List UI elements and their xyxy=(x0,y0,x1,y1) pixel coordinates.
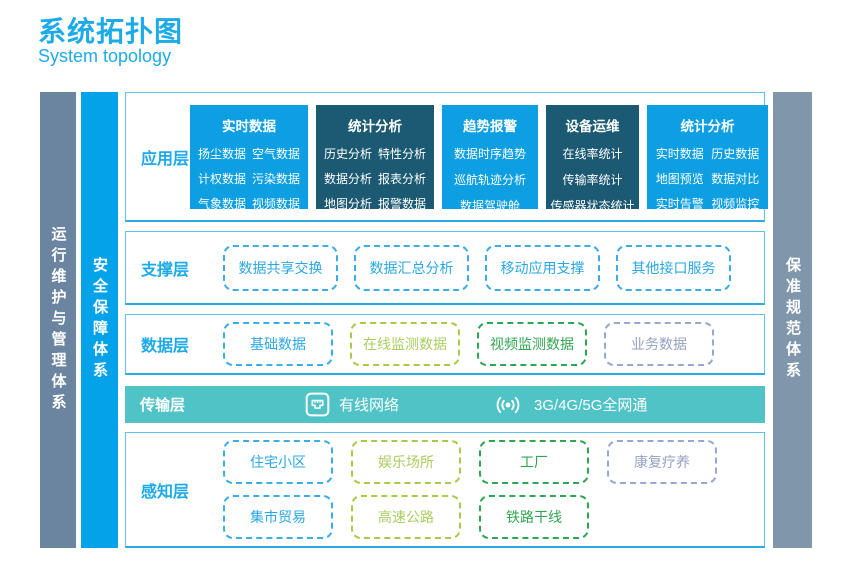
app-column-title: 统计分析 xyxy=(680,118,735,134)
application-layer-label: 应用层 xyxy=(141,150,190,168)
data-item: 基础数据 xyxy=(223,322,333,366)
app-column-items: 历史分析 特性分析 数据分析 报表分析 地图分析 报警数据 xyxy=(316,145,434,212)
app-item: 传感器状态统计 xyxy=(550,198,635,213)
wireless-network-label: 3G/4G/5G全网通 xyxy=(534,397,648,414)
app-column-title: 设备运维 xyxy=(565,118,620,134)
wired-network-item: 有线网络 xyxy=(305,392,399,417)
app-column-statistical-analysis: 统计分析 历史分析 特性分析 数据分析 报表分析 地图分析 报警数据 xyxy=(316,104,434,212)
app-item: 视频监控 xyxy=(711,196,760,211)
app-column-title: 实时数据 xyxy=(222,118,276,134)
app-column-title: 趋势报警 xyxy=(463,118,517,134)
page-title: 系统拓扑图 xyxy=(38,16,184,47)
app-item: 报表分析 xyxy=(377,171,426,186)
support-item: 数据汇总分析 xyxy=(354,244,469,291)
app-column-statistical-analysis-2: 统计分析 实时数据 历史数据 地图预览 数据对比 实时告警 视频监控 xyxy=(647,104,768,212)
perception-items: 住宅小区 娱乐场所 工厂 康复疗养 集市贸易 高速公路 铁路干线 xyxy=(223,440,717,539)
data-items: 基础数据 在线监测数据 视频监测数据 业务数据 xyxy=(223,322,714,366)
app-item: 传输率统计 xyxy=(562,172,623,187)
app-column-items: 扬尘数据 空气数据 计权数据 污染数据 气象数据 视频数据 xyxy=(190,145,308,212)
app-column-items: 在线率统计 传输率统计 传感器状态统计 xyxy=(546,145,639,214)
transmission-layer: 传输层 有线网络 3G/4G/5G全网通 xyxy=(125,386,765,423)
app-item: 数据时序趋势 xyxy=(453,146,526,161)
perception-item: 娱乐场所 xyxy=(351,440,461,484)
support-layer: 支撑层 数据共享交换 数据汇总分析 移动应用支撑 其他接口服务 xyxy=(125,231,765,305)
app-item: 数据驾驶舱 xyxy=(459,198,520,213)
data-layer: 数据层 基础数据 在线监测数据 视频监测数据 业务数据 xyxy=(125,314,765,375)
app-column-items: 数据时序趋势 巡航轨迹分析 数据驾驶舱 xyxy=(442,145,538,214)
perception-layer-label: 感知层 xyxy=(141,483,190,501)
app-item: 地图分析 xyxy=(323,196,372,211)
support-layer-label: 支撑层 xyxy=(141,261,190,279)
app-item: 视频数据 xyxy=(251,196,300,211)
app-item: 实时告警 xyxy=(655,196,704,211)
perception-item: 住宅小区 xyxy=(223,440,333,484)
wired-network-label: 有线网络 xyxy=(339,397,400,414)
perception-item: 工厂 xyxy=(479,440,589,484)
app-item: 历史分析 xyxy=(323,146,372,161)
sidebar-operation-maintenance: 运行维护与管理体系 xyxy=(40,92,76,548)
transmission-layer-label: 传输层 xyxy=(140,397,186,414)
perception-item: 康复疗养 xyxy=(607,440,717,484)
app-item: 报警数据 xyxy=(377,196,426,211)
app-item: 污染数据 xyxy=(251,171,300,186)
app-item: 气象数据 xyxy=(197,196,246,211)
support-item: 移动应用支撑 xyxy=(485,244,600,291)
app-column-title: 统计分析 xyxy=(348,118,402,134)
data-layer-label: 数据层 xyxy=(141,338,190,355)
app-item: 计权数据 xyxy=(197,171,246,186)
wireless-signal-icon xyxy=(491,395,525,415)
app-item: 数据分析 xyxy=(323,171,372,186)
app-item: 历史数据 xyxy=(711,146,760,161)
sidebar-standards: 保准规范体系 xyxy=(773,92,812,548)
app-item: 数据对比 xyxy=(711,171,760,186)
perception-item: 高速公路 xyxy=(351,495,461,539)
app-column-device-ops: 设备运维 在线率统计 传输率统计 传感器状态统计 xyxy=(546,104,639,213)
app-item: 实时数据 xyxy=(655,146,704,161)
app-item: 地图预览 xyxy=(655,171,704,186)
sidebar-standards-label: 保准规范体系 xyxy=(784,257,801,383)
data-item: 视频监测数据 xyxy=(477,322,587,366)
sidebar-operation-maintenance-label: 运行维护与管理体系 xyxy=(49,225,67,415)
app-item: 空气数据 xyxy=(251,146,300,161)
ethernet-port-icon xyxy=(305,392,330,417)
app-column-trend-alarm: 趋势报警 数据时序趋势 巡航轨迹分析 数据驾驶舱 xyxy=(442,104,538,213)
support-item: 其他接口服务 xyxy=(616,244,731,291)
support-items: 数据共享交换 数据汇总分析 移动应用支撑 其他接口服务 xyxy=(223,244,731,291)
sidebar-security-assurance: 安全保障体系 xyxy=(81,92,118,548)
sidebar-security-assurance-label: 安全保障体系 xyxy=(91,257,108,383)
app-item: 在线率统计 xyxy=(562,146,623,161)
app-column-items: 实时数据 历史数据 地图预览 数据对比 实时告警 视频监控 xyxy=(647,145,768,212)
application-columns: 实时数据 扬尘数据 空气数据 计权数据 污染数据 气象数据 视频数据 统计分析 … xyxy=(190,104,768,213)
application-layer: 应用层 实时数据 扬尘数据 空气数据 计权数据 污染数据 气象数据 视频数据 统… xyxy=(125,92,768,222)
perception-item: 集市贸易 xyxy=(223,495,333,539)
app-item: 巡航轨迹分析 xyxy=(453,172,526,187)
perception-item: 铁路干线 xyxy=(479,495,589,539)
app-item: 特性分析 xyxy=(377,146,426,161)
data-item: 业务数据 xyxy=(604,322,714,366)
app-column-realtime-data: 实时数据 扬尘数据 空气数据 计权数据 污染数据 气象数据 视频数据 xyxy=(190,104,308,212)
perception-layer: 感知层 住宅小区 娱乐场所 工厂 康复疗养 集市贸易 高速公路 铁路干线 xyxy=(125,432,765,548)
support-item: 数据共享交换 xyxy=(223,244,338,291)
app-item: 扬尘数据 xyxy=(197,146,246,161)
page-subtitle: System topology xyxy=(38,46,172,66)
data-item: 在线监测数据 xyxy=(350,322,460,366)
wireless-network-item: 3G/4G/5G全网通 xyxy=(491,394,647,415)
